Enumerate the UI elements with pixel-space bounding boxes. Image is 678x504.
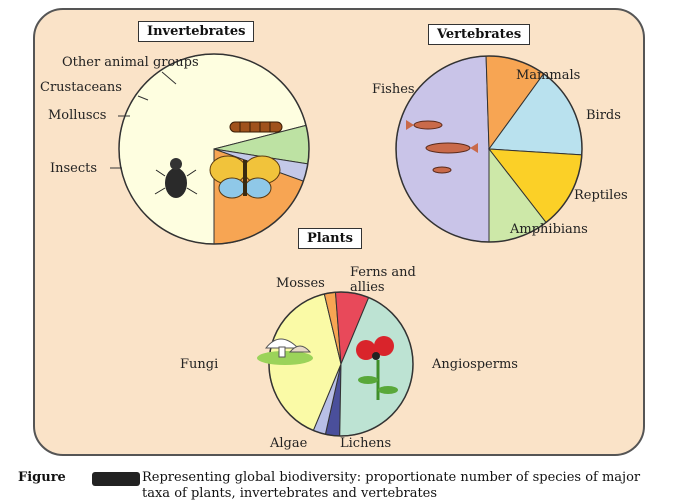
- redacted-figure-number: [92, 472, 140, 486]
- label-other-animal-groups: Other animal groups: [62, 55, 199, 70]
- flower-illustration: [356, 336, 398, 400]
- mushroom-illustration: [257, 338, 313, 365]
- label-angiosperms: Angiosperms: [432, 357, 518, 372]
- label-molluscs: Molluscs: [48, 108, 107, 123]
- invertebrates-pie: [118, 53, 310, 245]
- vertebrates-pie-outline: [395, 55, 583, 243]
- butterfly-illustration: [209, 155, 281, 199]
- beetle-illustration: [154, 158, 198, 198]
- plants-pie-outline: [268, 291, 414, 437]
- caption-label: Figure: [18, 470, 66, 485]
- fish-illustrations: [406, 120, 478, 174]
- vertebrates-pie: [395, 55, 583, 243]
- label-algae: Algae: [270, 436, 308, 451]
- label-insects: Insects: [50, 161, 98, 176]
- invertebrates-pie-outline: [118, 53, 310, 245]
- invertebrates-title: Invertebrates: [138, 21, 255, 42]
- plants-title: Plants: [298, 228, 362, 249]
- plants-pie: [268, 291, 414, 437]
- label-birds: Birds: [586, 108, 621, 123]
- label-ferns-line2: allies: [350, 280, 385, 295]
- label-reptiles: Reptiles: [574, 188, 628, 203]
- label-amphibians: Amphibians: [510, 222, 588, 237]
- label-fungi: Fungi: [180, 357, 219, 372]
- label-lichens: Lichens: [340, 436, 392, 451]
- label-mosses: Mosses: [276, 276, 325, 291]
- label-mammals: Mammals: [516, 68, 581, 83]
- leader-lines: [110, 71, 177, 169]
- label-crustaceans: Crustaceans: [40, 80, 122, 95]
- caption-text: Representing global biodiversity: propor…: [142, 470, 641, 501]
- caterpillar-illustration: [229, 121, 283, 133]
- vertebrates-title: Vertebrates: [428, 24, 531, 45]
- label-ferns-line1: Ferns and: [350, 265, 416, 280]
- label-fishes: Fishes: [372, 82, 415, 97]
